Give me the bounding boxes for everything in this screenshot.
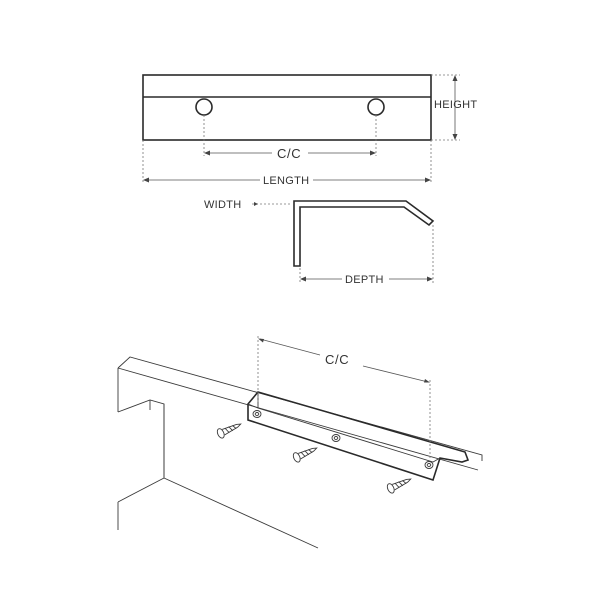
mounting-hole-right [367, 98, 385, 116]
screw-icon [216, 423, 242, 439]
cc-label-install: C/C [325, 352, 349, 367]
cc-dimension-install: C/C [257, 336, 431, 460]
width-dimension: WIDTH [204, 199, 292, 211]
cabinet-front-panel [117, 399, 165, 503]
width-label: WIDTH [204, 199, 242, 211]
screw-icon [292, 447, 318, 463]
installation-view: C/C [117, 336, 483, 549]
depth-label: DEPTH [345, 274, 384, 286]
length-label: LENGTH [263, 175, 309, 187]
profile-outline [293, 200, 435, 267]
installed-hole-1 [252, 410, 262, 418]
installed-hole-2 [331, 434, 341, 442]
handle-front-outline [142, 74, 432, 141]
depth-dimension: DEPTH [299, 225, 434, 286]
mounting-hole-left [195, 98, 213, 116]
height-label: HEIGHT [434, 99, 477, 111]
height-dimension: HEIGHT [431, 74, 477, 141]
cc-dimension-front: C/C [203, 115, 377, 161]
installed-handle [247, 391, 470, 482]
front-view [142, 74, 432, 141]
cc-label-front: C/C [277, 146, 301, 161]
screw-icon [386, 478, 412, 494]
length-dimension: LENGTH [142, 140, 432, 187]
installed-hole-3 [424, 461, 434, 469]
side-profile [293, 200, 435, 267]
